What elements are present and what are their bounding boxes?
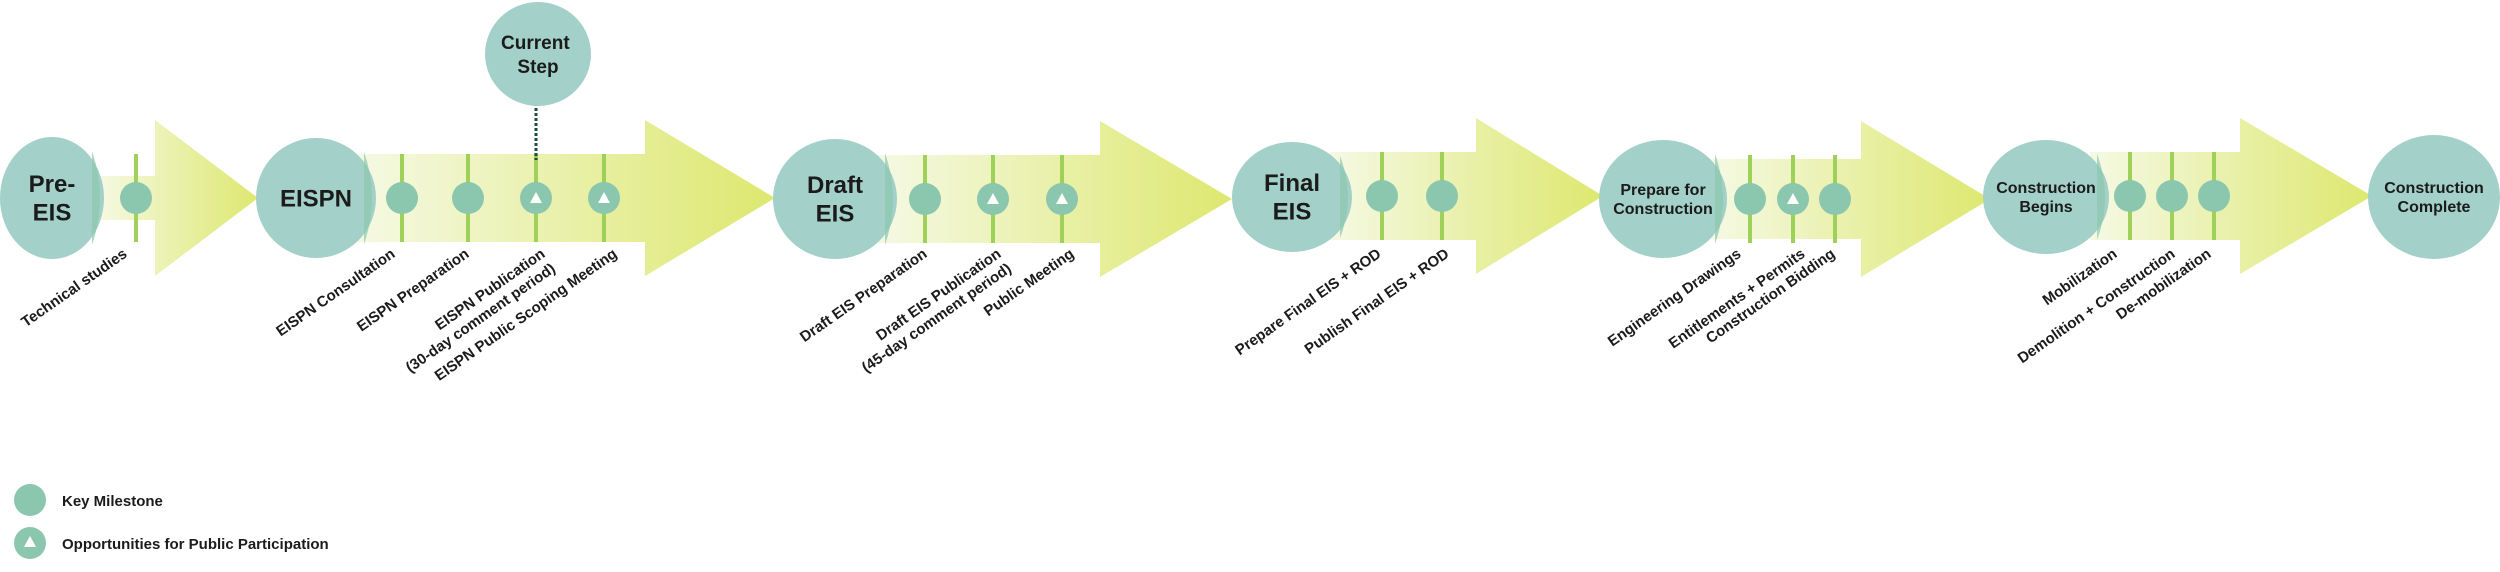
- current-step-callout: Current Step: [485, 2, 591, 160]
- milestone-construction-complete: [2368, 135, 2500, 259]
- legend: Key Milestone Opportunities for Public P…: [14, 484, 329, 559]
- triangle-icon: [598, 192, 610, 203]
- legend-milestone-label: Key Milestone: [62, 493, 163, 510]
- step-marker: [386, 182, 418, 214]
- step-marker: [2114, 180, 2146, 212]
- triangle-icon: [1056, 193, 1068, 204]
- milestone-edge: [1715, 154, 1723, 244]
- step-marker: [1734, 183, 1766, 215]
- process-arrow: [96, 120, 258, 276]
- triangle-icon: [987, 193, 999, 204]
- process-arrow: [354, 120, 775, 276]
- step-marker: [120, 182, 152, 214]
- current-step-label-line1: Current: [501, 33, 570, 54]
- milestone-draft-eis: [773, 139, 897, 259]
- milestone-edge: [92, 151, 100, 245]
- step-marker: [909, 183, 941, 215]
- triangle-icon: [24, 536, 36, 547]
- milestone-pre-eis: [0, 137, 104, 259]
- milestone-construction-begins: [1983, 140, 2109, 254]
- svg-text:Current Step: Current Step: [501, 33, 575, 78]
- milestone-edge: [364, 152, 372, 244]
- step-marker: [1819, 183, 1851, 215]
- triangle-icon: [530, 192, 542, 203]
- current-step-label-line2: Step: [517, 57, 558, 78]
- step-marker: [2156, 180, 2188, 212]
- milestone-eispn: [256, 138, 376, 258]
- milestone-label-eispn: EISPN: [280, 185, 352, 212]
- legend-public-label: Opportunities for Public Participation: [62, 536, 329, 553]
- milestone-edge: [1340, 156, 1348, 238]
- step-marker: [2198, 180, 2230, 212]
- legend-milestone-marker: [14, 484, 46, 516]
- milestone-edge: [2097, 154, 2105, 240]
- step-marker: [452, 182, 484, 214]
- milestone-label-pre-eis: Pre-EIS: [29, 171, 76, 226]
- process-arrow: [1330, 118, 1603, 274]
- step-marker: [1366, 180, 1398, 212]
- step-label: EISPN Consultation: [273, 245, 398, 340]
- milestone-edge: [885, 153, 893, 245]
- milestone-final-eis: [1232, 142, 1352, 252]
- current-step-bubble: [485, 2, 591, 106]
- milestone-prepare-for-construction: [1599, 140, 1727, 258]
- step-label: Technical studies: [18, 245, 130, 330]
- process-arrow: [2090, 118, 2372, 274]
- triangle-icon: [1787, 193, 1799, 204]
- step-marker: [1426, 180, 1458, 212]
